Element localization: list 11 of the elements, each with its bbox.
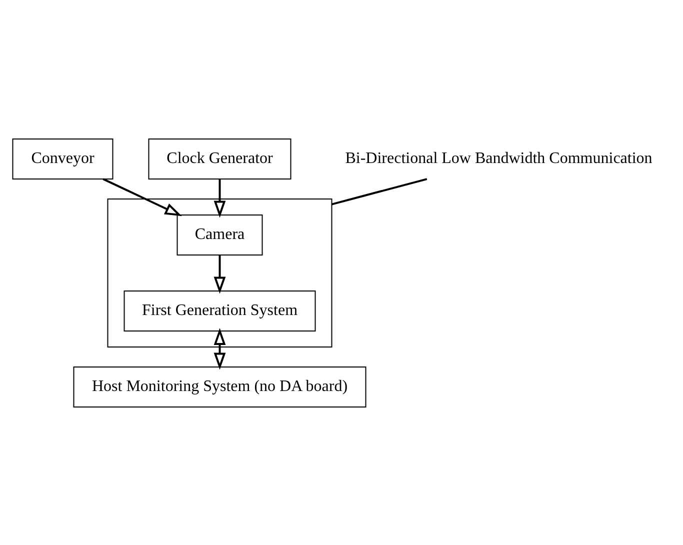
node-box: First Generation System xyxy=(124,290,316,331)
arrow xyxy=(214,328,226,370)
node-box: Camera xyxy=(176,214,263,255)
arrow xyxy=(214,254,226,294)
node-text: Bi-Directional Low Bandwidth Communication xyxy=(345,149,652,166)
node-box: Clock Generator xyxy=(148,138,292,179)
node-box: Host Monitoring System (no DA board) xyxy=(73,366,366,407)
node-box: Conveyor xyxy=(12,138,114,179)
connector xyxy=(332,178,428,205)
arrow xyxy=(102,178,182,216)
arrow xyxy=(214,178,226,218)
